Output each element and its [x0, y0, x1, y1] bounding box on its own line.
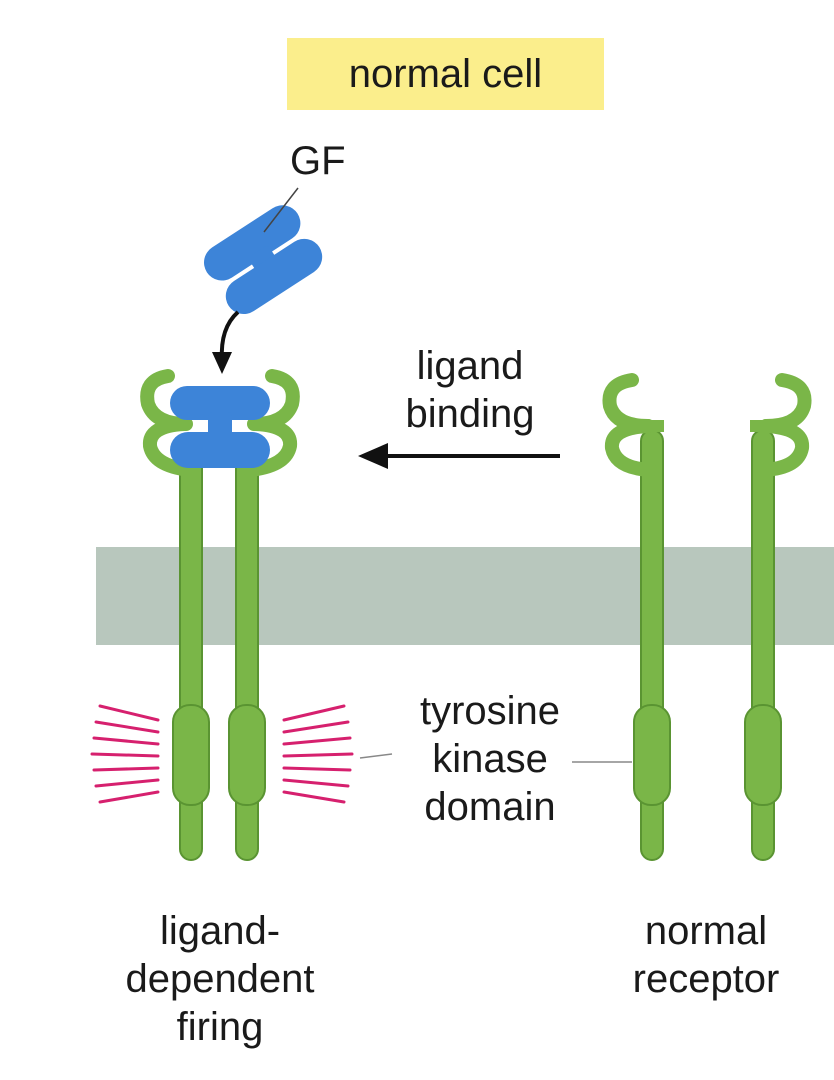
- nr-label-line-2: receptor: [632, 957, 780, 1001]
- ldf-label-line-3: firing: [176, 1005, 264, 1049]
- ligand-binding-label-line-2: binding: [405, 392, 535, 436]
- normal-receptor-left-hook-lower: [604, 419, 657, 477]
- ligand-binding-label-line-1: ligand: [416, 344, 524, 388]
- bound-receptor-right-kinase-domain: [228, 704, 266, 806]
- normal-receptor-right-kinase-domain: [744, 704, 782, 806]
- normal-receptor-right: [744, 373, 812, 861]
- bound-gf-top-lobe: [170, 386, 270, 420]
- kinase-activity-rays-right: [282, 704, 354, 804]
- ligand-binding-label: ligand binding: [380, 342, 560, 438]
- cell-membrane: [96, 547, 834, 645]
- ldf-label-line-2: dependent: [125, 957, 315, 1001]
- tk-label-line-2: kinase: [432, 737, 548, 781]
- normal-receptor-left-hook-upper: [602, 373, 655, 433]
- tk-leader-line-left: [359, 753, 393, 759]
- tk-label-line-1: tyrosine: [419, 689, 561, 733]
- nr-label-line-1: normal: [644, 909, 768, 953]
- gf-leader-line: [263, 187, 299, 233]
- ldf-label-line-1: ligand-: [159, 909, 281, 953]
- gf-label-text: GF: [290, 139, 346, 183]
- kinase-activity-rays-left: [90, 704, 160, 804]
- normal-receptor-right-hook-upper: [759, 373, 812, 433]
- ligand-dependent-firing-label: ligand- dependent firing: [92, 907, 348, 1051]
- page-title: normal cell: [348, 51, 543, 96]
- gf-label: GF: [290, 137, 346, 185]
- normal-receptor-label: normal receptor: [594, 907, 818, 1003]
- free-growth-factor: [204, 205, 323, 315]
- gf-binding-arrowhead: [212, 352, 232, 374]
- tyrosine-kinase-domain-label: tyrosine kinase domain: [396, 687, 584, 831]
- bound-growth-factor: [170, 386, 270, 468]
- bound-receptor-left-hook-lower: [142, 417, 197, 477]
- title-box: normal cell: [287, 38, 604, 110]
- tk-label-line-3: domain: [424, 785, 556, 829]
- bound-gf-bottom-lobe: [170, 432, 270, 468]
- normal-receptor-left: [602, 373, 671, 861]
- normal-receptor-left-kinase-domain: [633, 704, 671, 806]
- bound-receptor-right-hook-lower: [243, 417, 298, 477]
- normal-receptor-right-hook-lower: [757, 419, 810, 477]
- bound-receptor-left-kinase-domain: [172, 704, 210, 806]
- ligand-binding-arrowhead: [358, 443, 388, 469]
